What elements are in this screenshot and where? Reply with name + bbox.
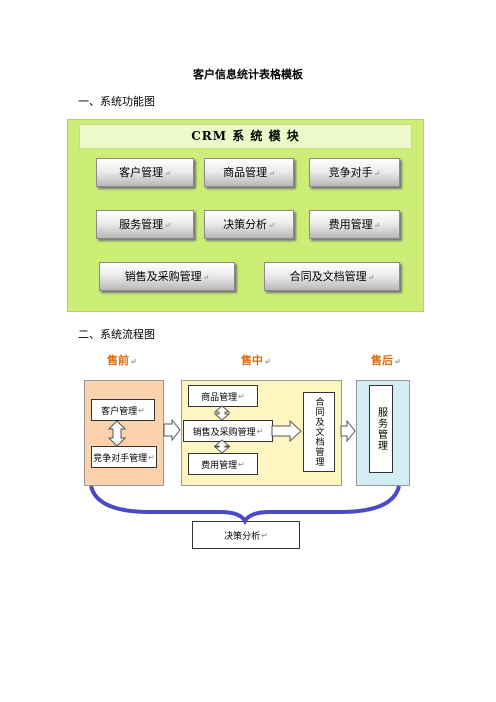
crm-module-header: CRM 系 统 模 块 <box>79 124 412 149</box>
flow-service-management: 服务管理 <box>369 385 393 473</box>
document-title: 客户信息统计表格模板 <box>193 68 303 81</box>
module-sales-purchase-management: 销售及采购管理↵ <box>99 262 235 291</box>
stage-label-insale: 售中↵ <box>241 354 271 367</box>
arrow-sales-to-contract <box>271 419 302 443</box>
arrow-insale-to-aftersale <box>340 419 356 443</box>
section-heading-flow: 二、系统流程图 <box>78 328 155 341</box>
presale-vertical-arrow <box>107 420 127 447</box>
stage-label-presale: 售前↵ <box>107 354 137 367</box>
module-customer-management: 客户管理↵ <box>96 158 194 187</box>
decision-bracket <box>89 485 401 526</box>
arrow-presale-to-insale <box>163 418 181 442</box>
flow-cost-management: 费用管理↵ <box>188 453 258 475</box>
arrow-sales-cost <box>213 439 231 454</box>
module-cost-management: 费用管理↵ <box>309 210 400 239</box>
arrow-product-sales <box>213 405 231 421</box>
module-decision-analysis: 决策分析↵ <box>204 210 294 239</box>
presale-stage-box <box>84 380 164 486</box>
module-contract-document-management: 合同及文档管理↵ <box>264 262 400 291</box>
module-service-management: 服务管理↵ <box>96 210 194 239</box>
module-competitor: 竞争对手↵ <box>309 158 400 187</box>
flow-customer-management: 客户管理↵ <box>91 399 155 421</box>
section-heading-function: 一、系统功能图 <box>78 95 155 108</box>
module-product-management: 商品管理↵ <box>204 158 294 187</box>
flow-competitor-management: 竞争对手管理↵ <box>91 446 157 468</box>
flow-contract-document-management: 合同及文档管理 <box>303 392 335 472</box>
stage-label-aftersale: 售后↵ <box>371 354 401 367</box>
